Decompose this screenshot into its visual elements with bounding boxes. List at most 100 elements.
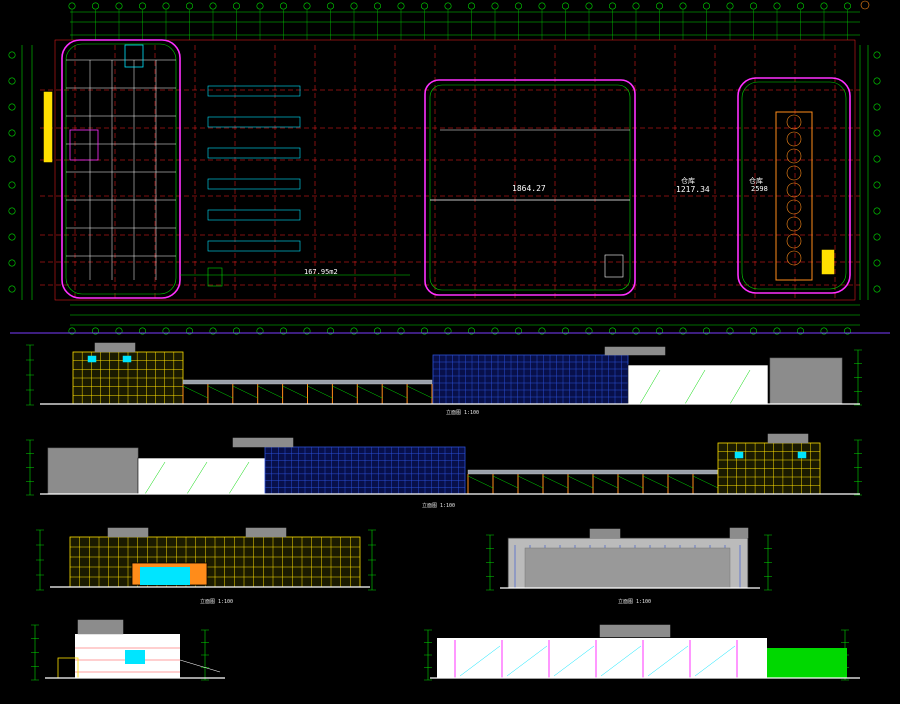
rack-circle — [786, 199, 802, 215]
grid-bubble-bottom — [608, 327, 616, 335]
bay-diagonal — [639, 369, 661, 405]
canopy-brace — [307, 385, 333, 399]
rack-circle — [786, 216, 802, 232]
canopy-brace — [332, 385, 358, 399]
roof-equipment — [232, 437, 294, 448]
grid-bubble-bottom — [279, 327, 287, 335]
grid-bubble-bottom — [679, 327, 687, 335]
grid-bubble-right — [873, 285, 881, 293]
grid-bubble-top — [514, 2, 522, 10]
canopy-roof — [182, 379, 433, 385]
grid-bubble-right — [873, 129, 881, 137]
canopy-brace — [232, 385, 258, 399]
canopy-brace — [282, 385, 308, 399]
bay-diagonal — [144, 461, 166, 495]
tower-rack — [775, 111, 813, 281]
grid-bubble-top — [68, 2, 76, 10]
grid-bubble-bottom — [139, 327, 147, 335]
rack-circle — [786, 165, 802, 181]
grid-bubble-bottom — [702, 327, 710, 335]
grid-bubble-left — [8, 181, 16, 189]
grid-bubble-bottom — [233, 327, 241, 335]
canopy-roof — [467, 469, 719, 475]
section-room — [125, 650, 145, 664]
building-right-inner — [741, 81, 847, 290]
canopy-brace — [592, 475, 619, 489]
canopy-brace — [667, 475, 694, 489]
grid-bubble-top — [373, 2, 381, 10]
grid-bubble-bottom — [256, 327, 264, 335]
grid-bubble-bottom — [820, 327, 828, 335]
grid-bubble-right — [873, 259, 881, 267]
grid-bubble-left — [8, 233, 16, 241]
building-left-outline — [61, 39, 181, 299]
canopy-brace — [617, 475, 644, 489]
area-right-name: 仓库 — [681, 177, 695, 185]
section-1 — [31, 619, 225, 681]
grid-bubble-top — [162, 2, 170, 10]
grid-bubble-top — [726, 2, 734, 10]
grid-bubble-right — [873, 103, 881, 111]
bay-diagonal — [729, 369, 751, 405]
elevation-1-caption: 立面图 1:100 — [446, 410, 480, 416]
grid-bubble-top — [820, 2, 828, 10]
entrance-door — [140, 567, 190, 585]
grid-bubble-left — [8, 207, 16, 215]
bay-diagonal — [228, 461, 250, 495]
area-right-label: 1217.34 — [676, 185, 710, 194]
section-brace — [553, 645, 595, 677]
gray-wall-panel — [524, 547, 731, 589]
grid-bubble-top — [679, 2, 687, 10]
north-marker — [860, 0, 870, 10]
grid-bubble-bottom — [467, 327, 475, 335]
grid-bubble-top — [843, 2, 851, 10]
elevation-1 — [26, 342, 862, 406]
grid-bubble-bottom — [350, 327, 358, 335]
rack-circle — [786, 131, 802, 147]
grid-bubble-top — [233, 2, 241, 10]
roof-equipment — [107, 527, 149, 538]
cyan-window — [797, 451, 807, 459]
roof-equipment — [94, 342, 136, 353]
section-canopy — [179, 659, 221, 673]
roof-equipment — [77, 619, 124, 635]
grid-bubble-right — [873, 233, 881, 241]
roof-equipment — [729, 527, 749, 539]
grid-bubble-top — [632, 2, 640, 10]
elevation-4 — [486, 527, 772, 591]
building-right-outline — [737, 77, 851, 294]
elevation-3 — [36, 527, 376, 591]
rack-circle — [786, 233, 802, 249]
grid-bubble-top — [561, 2, 569, 10]
area-side-label: 2598 — [751, 185, 768, 193]
roof-equipment — [599, 624, 671, 638]
canopy-brace — [257, 385, 283, 399]
grid-bubble-bottom — [561, 327, 569, 335]
grid-bubble-bottom — [186, 327, 194, 335]
canopy-brace — [182, 385, 209, 399]
grid-bubble-top — [350, 2, 358, 10]
grid-bubble-bottom — [68, 327, 76, 335]
grid-bubble-bottom — [726, 327, 734, 335]
grid-bubble-left — [8, 51, 16, 59]
grid-bubble-top — [538, 2, 546, 10]
grid-bubble-left — [8, 77, 16, 85]
section-outline — [437, 638, 767, 678]
parking-stall — [207, 240, 301, 252]
stair-block — [69, 129, 99, 161]
grid-bubble-bottom — [373, 327, 381, 335]
grid-bubble-bottom — [162, 327, 170, 335]
grid-bubble-bottom — [444, 327, 452, 335]
building-middle-inner — [429, 84, 631, 291]
roof-equipment — [589, 528, 621, 539]
grid-bubble-top — [303, 2, 311, 10]
cyan-window — [734, 451, 744, 459]
section-brace — [694, 645, 736, 677]
grid-bubble-right — [873, 155, 881, 163]
grid-bubble-bottom — [796, 327, 804, 335]
grid-bubble-left — [8, 103, 16, 111]
grid-bubble-top — [444, 2, 452, 10]
parking-stall — [207, 116, 301, 128]
grid-bubble-top — [773, 2, 781, 10]
